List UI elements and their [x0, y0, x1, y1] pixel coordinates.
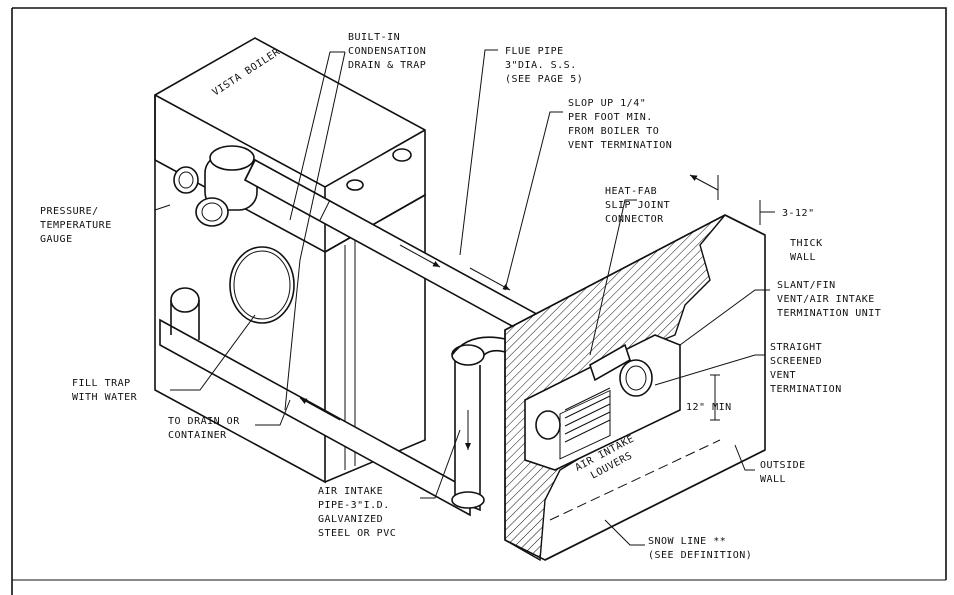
leader-lines [154, 49, 770, 546]
label-built-in-drain: BUILT-IN CONDENSATION DRAIN & TRAP [348, 32, 433, 71]
label-thick-wall: THICK WALL [790, 238, 829, 263]
condensation-trap-loop [229, 246, 295, 324]
condensation-trap-loop-inner [233, 250, 291, 320]
label-heat-fab: HEAT-FAB SLIP JOINT CONNECTOR [605, 186, 677, 225]
label-air-intake-pipe: AIR INTAKE PIPE-3"I.D. GALVANIZED STEEL … [318, 486, 396, 539]
label-snow-line: SNOW LINE ** (SEE DEFINITION) [648, 536, 752, 561]
label-pressure-gauge: PRESSURE/ TEMPERATURE GAUGE [40, 206, 118, 245]
snow-line [549, 439, 721, 521]
label-slant-fin: SLANT/FIN VENT/AIR INTAKE TERMINATION UN… [777, 280, 881, 319]
label-wall-thickness: 3-12" [782, 208, 815, 219]
label-straight-screened: STRAIGHT SCREENED VENT TERMINATION [770, 342, 842, 395]
label-flue-pipe: FLUE PIPE 3"DIA. S.S. (SEE PAGE 5) [505, 46, 583, 85]
label-slope: SLOP UP 1/4" PER FOOT MIN. FROM BOILER T… [568, 98, 672, 151]
label-to-drain: TO DRAIN OR CONTAINER [168, 416, 246, 441]
air-intake-pipe [159, 287, 531, 517]
pressure-temperature-gauge [173, 166, 199, 194]
boiler-pipe-fittings [195, 145, 258, 227]
label-12-min: 12" MIN [686, 402, 732, 413]
frame-top-right [12, 7, 947, 580]
termination-unit [524, 334, 681, 471]
label-fill-trap: FILL TRAP WITH WATER [72, 378, 138, 403]
label-outside-wall: OUTSIDE WALL [760, 460, 812, 485]
